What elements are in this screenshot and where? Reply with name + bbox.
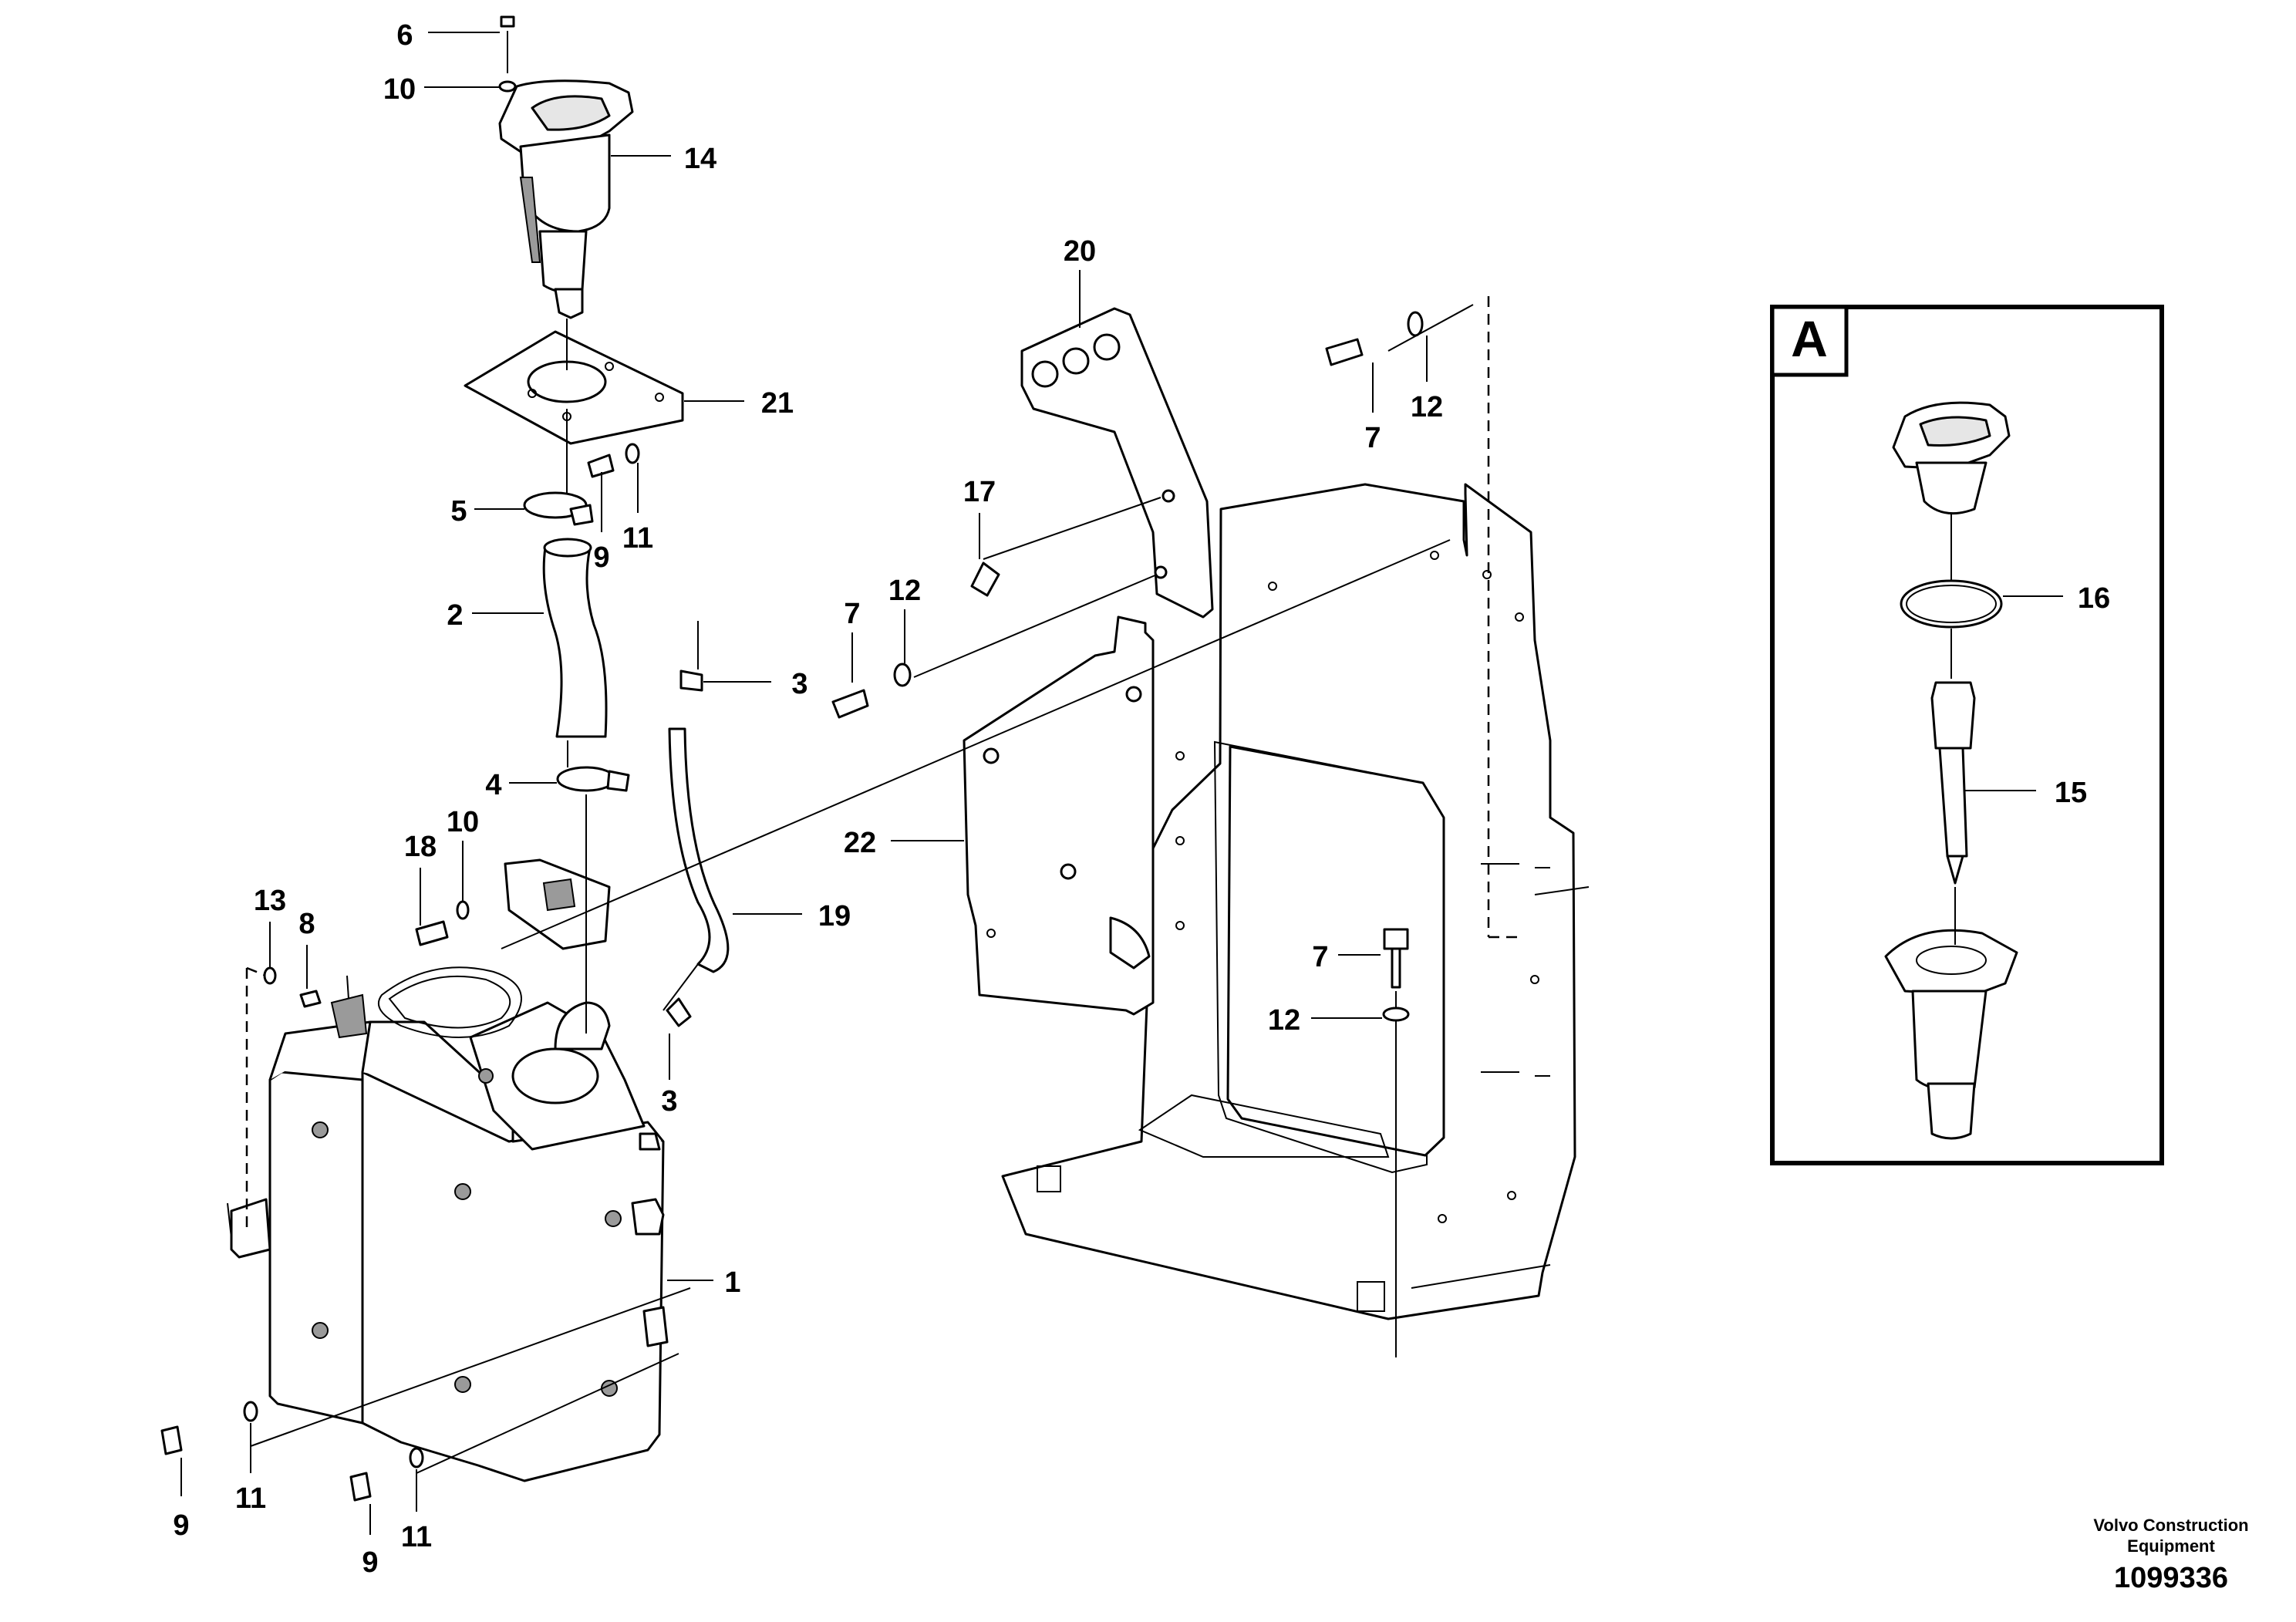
callout-17: 17 [963, 476, 996, 508]
company-line-2: Equipment [2127, 1536, 2215, 1556]
callout-2: 2 [447, 599, 463, 632]
callout-9: 9 [362, 1546, 378, 1579]
callout-5: 5 [450, 495, 467, 528]
flange-plate-21 [464, 330, 684, 445]
callout-11: 11 [401, 1521, 432, 1553]
callout-labels: 6 10 14 21 5 9 11 2 3 4 18 10 13 8 19 3 … [173, 19, 2110, 1579]
callout-19: 19 [818, 900, 851, 932]
breather-hose-19 [666, 669, 730, 1027]
tank-1 [230, 966, 669, 1482]
callout-9: 9 [593, 541, 609, 574]
callout-9: 9 [173, 1509, 189, 1542]
callout-18: 18 [404, 831, 437, 863]
filler-neck-14 [498, 79, 634, 319]
drawing-number: 1099336 [2114, 1562, 2228, 1594]
callout-15: 15 [2055, 777, 2087, 809]
callout-3: 3 [661, 1085, 677, 1118]
callout-13: 13 [254, 885, 286, 917]
callout-4: 4 [485, 769, 501, 801]
hose-clamp-5 [523, 491, 594, 526]
callout-12: 12 [888, 575, 921, 607]
sender-unit-18 [504, 858, 611, 950]
footer-credit: Volvo Construction Equipment 1099336 [2093, 1516, 2248, 1594]
hose-2 [542, 538, 608, 738]
callout-10: 10 [447, 806, 479, 838]
callout-14: 14 [684, 143, 716, 175]
callout-21: 21 [761, 387, 794, 420]
callout-12: 12 [1411, 391, 1443, 423]
callout-10: 10 [383, 73, 416, 106]
callout-3: 3 [791, 668, 807, 700]
detail-inset-a: A [1770, 305, 2164, 1165]
callout-11: 11 [622, 522, 653, 555]
callout-20: 20 [1064, 235, 1096, 268]
callout-7: 7 [1364, 422, 1381, 454]
mounting-frame [1001, 483, 1576, 1320]
callout-7: 7 [844, 598, 860, 630]
callout-6: 6 [396, 19, 413, 52]
company-line-1: Volvo Construction [2093, 1516, 2248, 1535]
fasteners [160, 311, 1424, 1502]
assembly-lines [227, 296, 1590, 1474]
callout-22: 22 [844, 827, 876, 859]
callout-8: 8 [298, 908, 315, 940]
bracket-20 [1020, 307, 1214, 619]
inset-label: A [1791, 310, 1828, 367]
plate-22 [963, 615, 1155, 1016]
hose-clamp-4 [556, 766, 630, 792]
callout-12: 12 [1268, 1004, 1300, 1037]
callout-1: 1 [724, 1266, 740, 1299]
callout-11: 11 [235, 1482, 266, 1515]
callout-7: 7 [1312, 941, 1328, 973]
callout-16: 16 [2078, 582, 2110, 615]
